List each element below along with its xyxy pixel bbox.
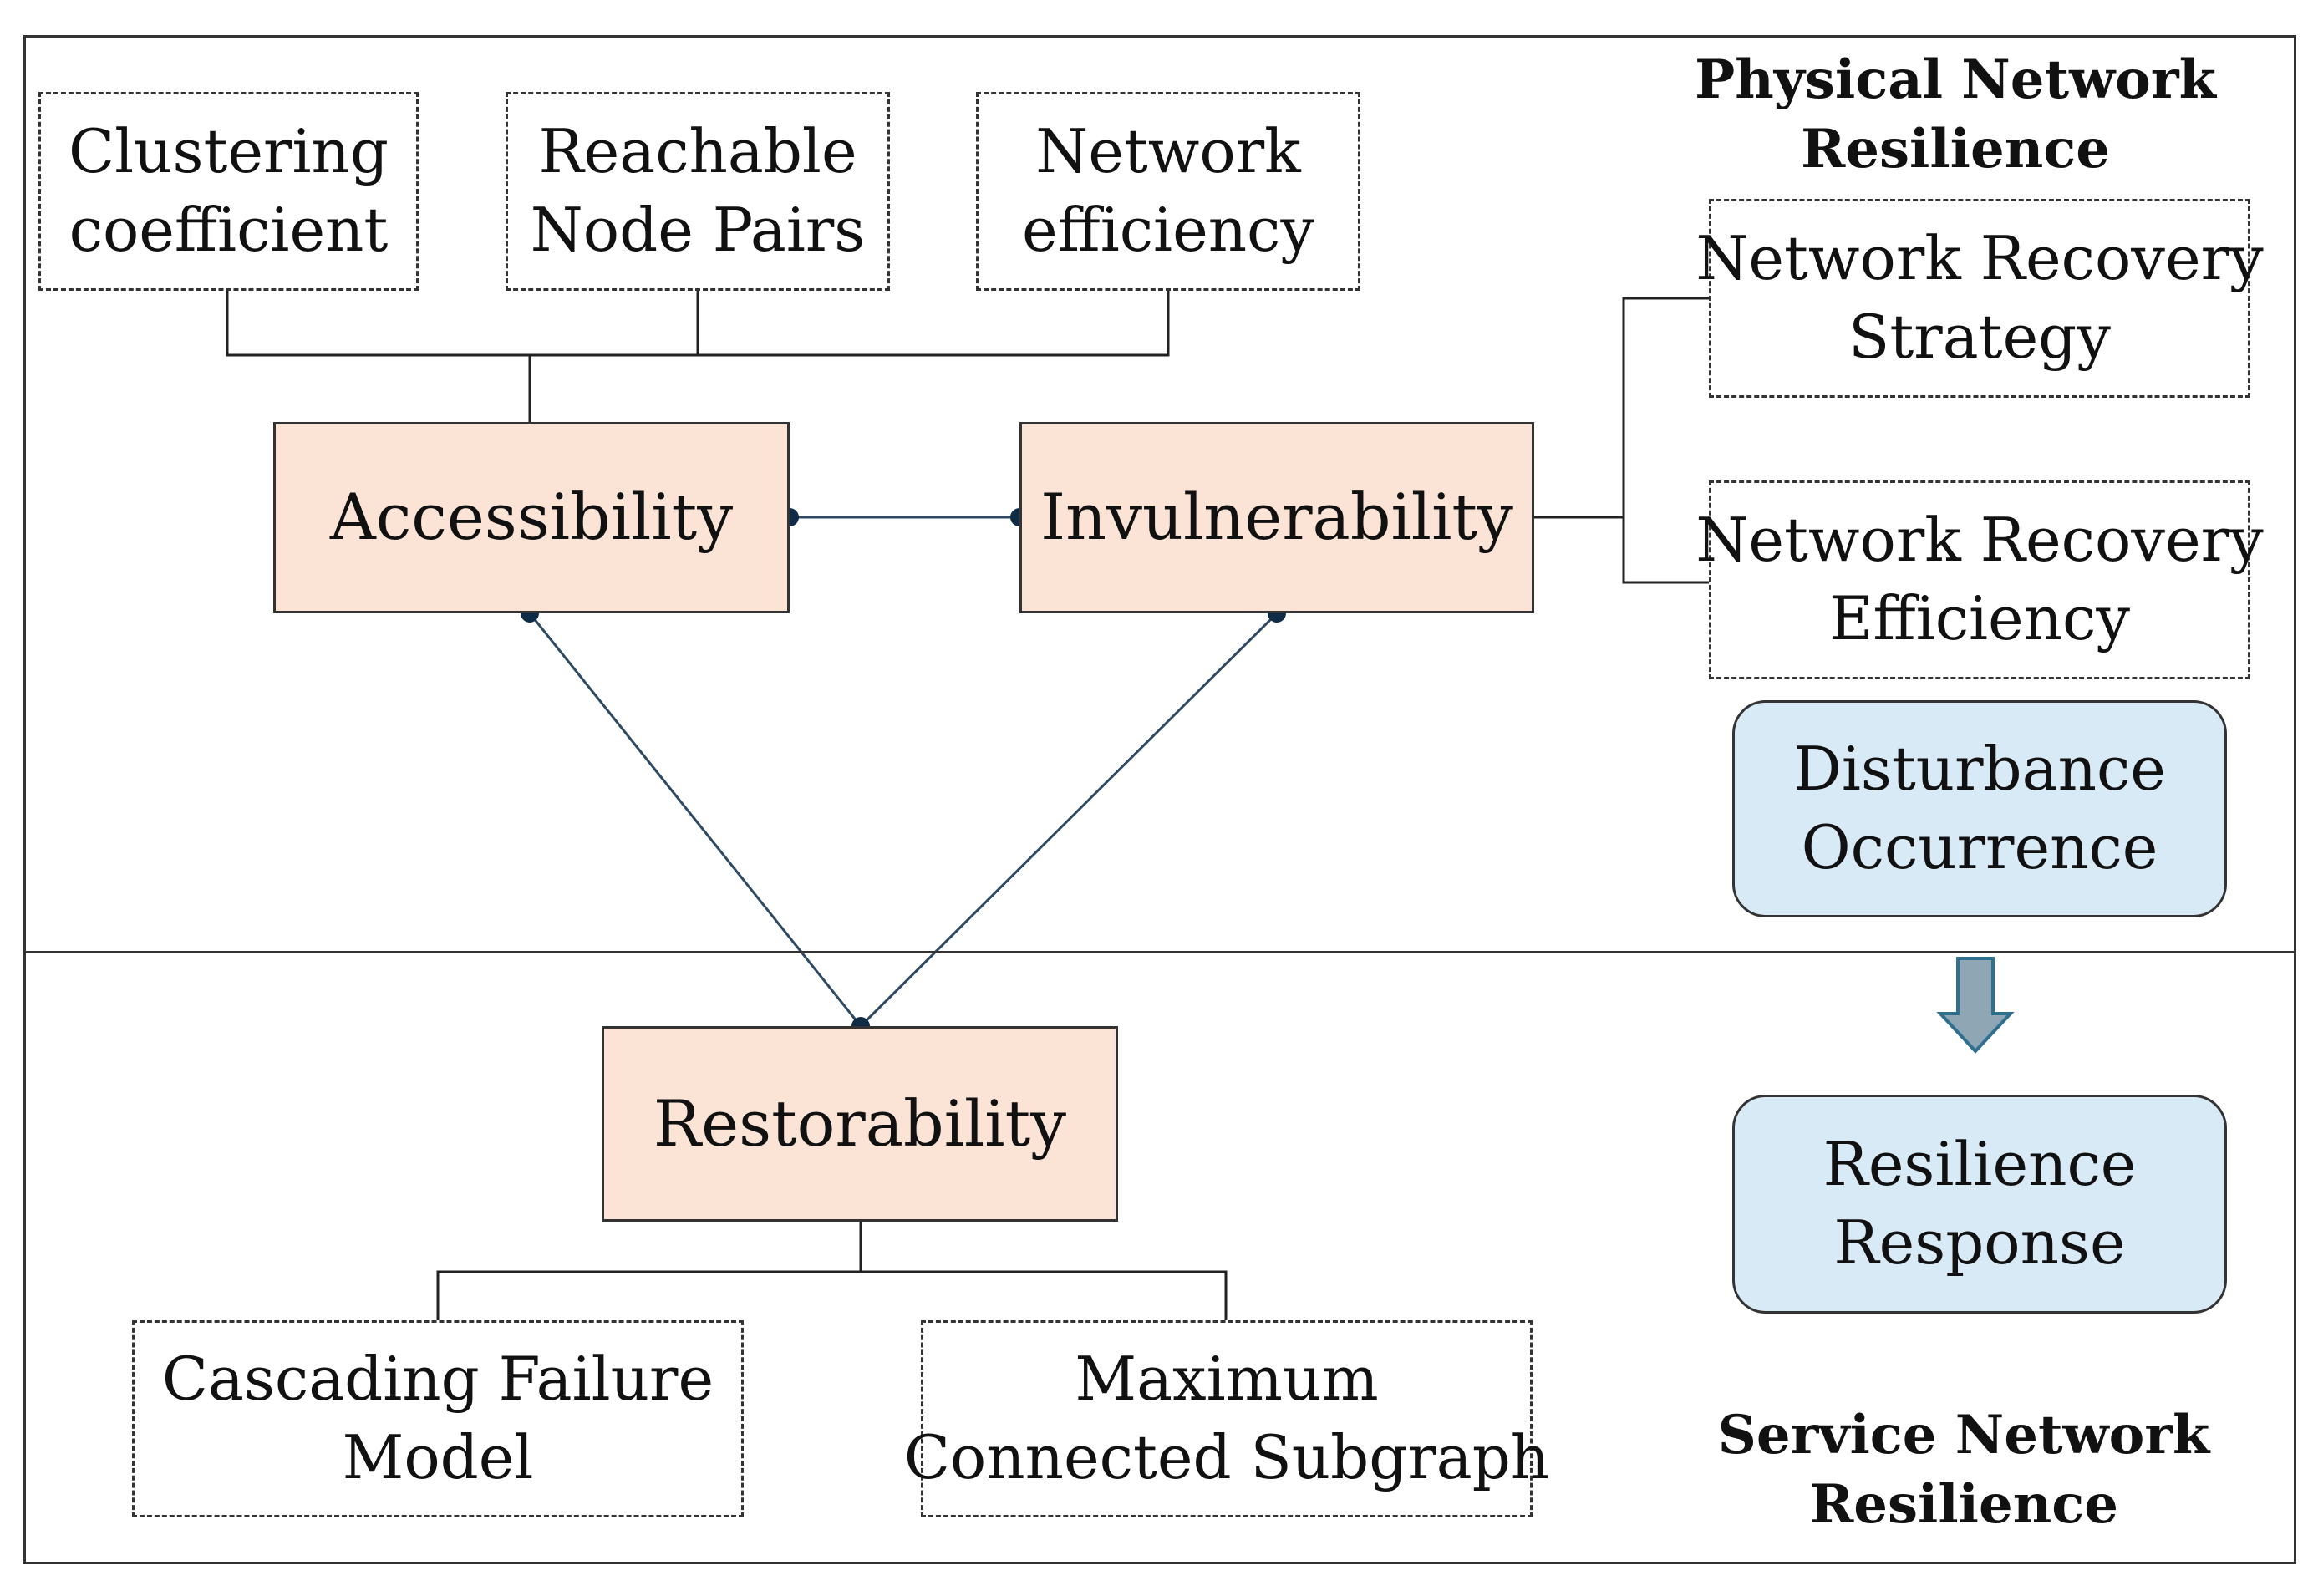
service-heading-line2: Resilience xyxy=(1809,1473,2118,1537)
diagram-frame xyxy=(23,35,2296,1564)
cascading-line1: Cascading Failure xyxy=(161,1344,714,1415)
disturbance-line1: Disturbance xyxy=(1793,734,2166,805)
clustering-line1: Clustering xyxy=(69,116,389,187)
disturbance-occurrence-box: Disturbance Occurrence xyxy=(1732,700,2227,917)
response-line1: Resilience xyxy=(1822,1129,2137,1200)
network-recovery-efficiency-box: Network Recovery Efficiency xyxy=(1695,480,2264,679)
network-recovery-strategy-box: Network Recovery Strategy xyxy=(1695,199,2264,398)
reachable-line2: Node Pairs xyxy=(530,195,866,265)
recovery-strategy-line2: Strategy xyxy=(1848,302,2111,372)
accessibility-label: Accessibility xyxy=(329,480,734,555)
recovery-efficiency-line2: Efficiency xyxy=(1828,583,2131,653)
maximum-connected-subgraph-box: Maximum Connected Subgraph xyxy=(904,1320,1549,1517)
clustering-coefficient-box: Clustering coefficient xyxy=(38,92,419,291)
bottom-tree-connector xyxy=(436,1270,1228,1320)
physical-network-heading: Physical Network Resilience xyxy=(1688,45,2223,184)
cascading-line2: Model xyxy=(342,1422,534,1492)
response-line2: Response xyxy=(1833,1207,2126,1278)
accessibility-restorability-link xyxy=(528,612,862,1027)
physical-heading-line1: Physical Network xyxy=(1695,48,2216,111)
invulnerability-restorability-link xyxy=(859,612,1279,1028)
max-subgraph-line1: Maximum xyxy=(1075,1344,1379,1415)
recovery-efficiency-line1: Network Recovery xyxy=(1695,505,2264,576)
service-network-heading: Service Network Resilience xyxy=(1696,1400,2231,1539)
cascading-failure-model-box: Cascading Failure Model xyxy=(132,1320,744,1517)
restorability-box: Restorability xyxy=(602,1026,1118,1222)
invulnerability-box: Invulnerability xyxy=(1019,422,1534,613)
accessibility-box: Accessibility xyxy=(273,422,790,613)
service-heading-line1: Service Network xyxy=(1717,1404,2210,1466)
physical-heading-line2: Resilience xyxy=(1801,118,2110,181)
efficiency-line2: efficiency xyxy=(1021,195,1315,265)
resilience-response-box: Resilience Response xyxy=(1732,1095,2227,1314)
down-arrow-icon xyxy=(1936,957,2015,1054)
reachable-node-pairs-box: Reachable Node Pairs xyxy=(506,92,890,291)
max-subgraph-line2: Connected Subgraph xyxy=(903,1422,1550,1492)
efficiency-line1: Network xyxy=(1035,116,1301,187)
layer-divider xyxy=(23,951,2296,953)
invulnerability-label: Invulnerability xyxy=(1040,480,1513,555)
recovery-branch-connector xyxy=(1622,297,1711,584)
recovery-strategy-line1: Network Recovery xyxy=(1695,223,2264,294)
reachable-line1: Reachable xyxy=(538,116,857,187)
disturbance-line2: Occurrence xyxy=(1801,812,2158,882)
network-efficiency-box: Network efficiency xyxy=(976,92,1360,291)
restorability-label: Restorability xyxy=(653,1085,1067,1161)
clustering-line2: coefficient xyxy=(69,195,389,265)
